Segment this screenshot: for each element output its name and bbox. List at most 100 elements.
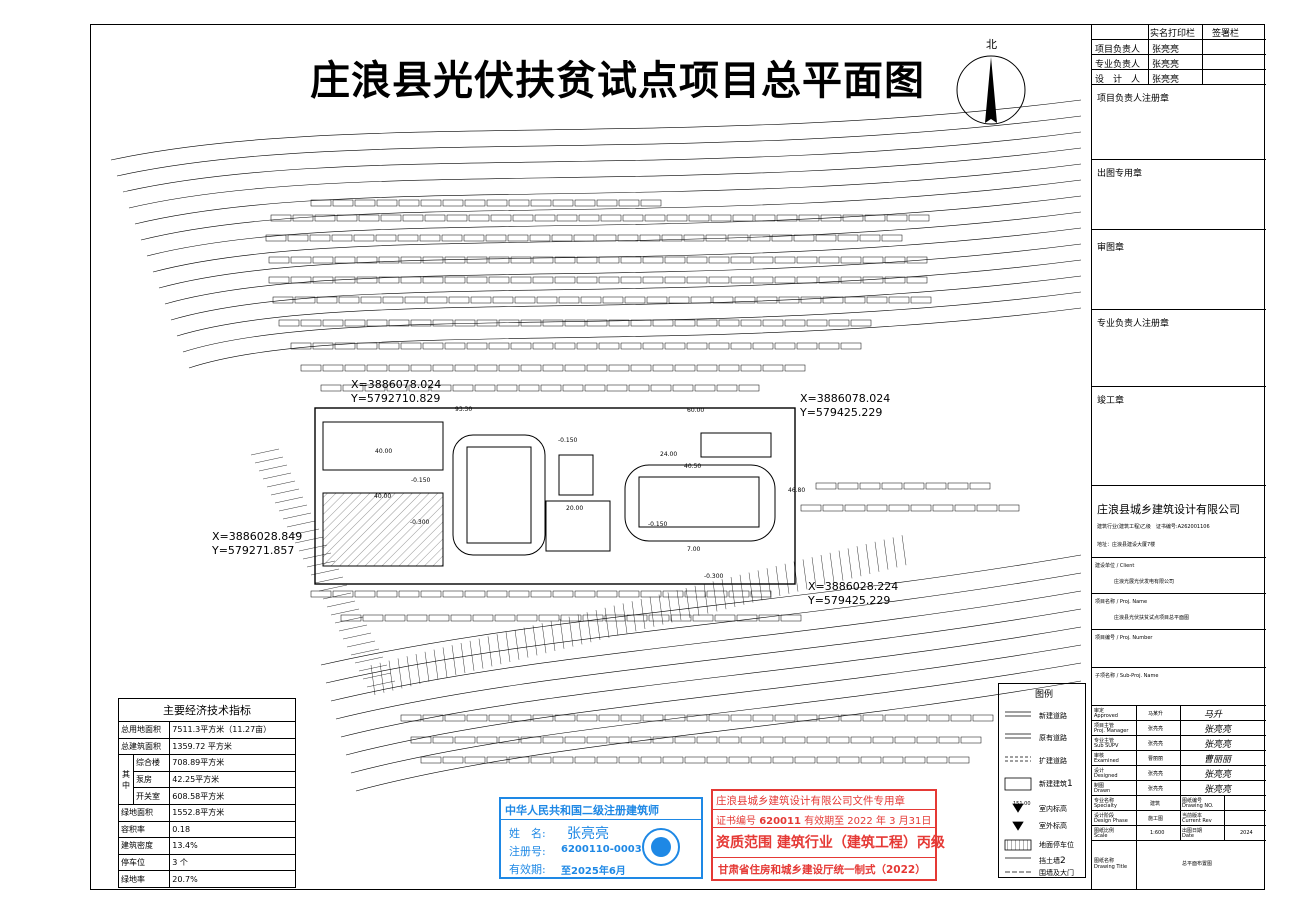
pv-panel: [422, 256, 444, 264]
ind-label: 建筑密度: [117, 837, 171, 855]
pv-panel: [716, 384, 738, 392]
slope-hatch: [802, 559, 808, 590]
pv-panel: [692, 614, 714, 622]
pv-panel: [362, 614, 384, 622]
section-completion-seal: 竣工章: [1097, 396, 1125, 406]
pv-panel: [696, 319, 718, 327]
legend-item: 室外标高: [1039, 822, 1067, 830]
company-cert: 建筑行业(建筑工程)乙级 证书编号:A262001106: [1097, 524, 1210, 530]
pv-panel: [881, 482, 903, 490]
contour-line: [152, 211, 1082, 273]
pv-panel: [552, 756, 574, 764]
pv-panel: [894, 736, 916, 744]
pv-panel: [554, 256, 576, 264]
pv-panel: [420, 590, 442, 598]
pv-panel: [466, 256, 488, 264]
slope-hatch: [883, 539, 889, 570]
pv-panel: [798, 214, 820, 222]
proj-name-label: 项目名称 / Proj. Name: [1095, 599, 1148, 605]
pv-panel: [822, 296, 844, 304]
contour-line: [335, 608, 1082, 720]
pv-panel: [376, 199, 398, 207]
pv-panel: [772, 756, 794, 764]
pv-panel: [884, 256, 906, 264]
role-label: 项目负责人: [1095, 45, 1141, 55]
pv-panel: [410, 364, 432, 372]
contour-line: [110, 99, 1082, 161]
pv-panel: [428, 614, 450, 622]
pv-panel: [844, 504, 866, 512]
pv-panel: [718, 364, 740, 372]
pv-panel: [470, 296, 492, 304]
pv-panel: [520, 736, 542, 744]
approval-signature: 张亮亮: [1204, 770, 1232, 780]
site-compound: [314, 407, 796, 585]
slope-hatch: [523, 627, 529, 658]
pv-panel: [300, 364, 322, 372]
pv-panel: [903, 482, 925, 490]
pv-panel: [630, 736, 652, 744]
pv-panel: [574, 590, 596, 598]
pv-panel: [640, 199, 662, 207]
pv-panel: [419, 234, 441, 242]
slope-hatch: [811, 557, 817, 588]
contour-line: [164, 243, 1082, 305]
pv-panel: [774, 276, 796, 284]
pv-panel: [926, 756, 948, 764]
slope-hatch: [703, 583, 709, 614]
ind-value: 608.58平方米: [169, 787, 296, 805]
pv-panel: [947, 482, 969, 490]
pv-panel: [758, 614, 780, 622]
dim-label: 40.00: [375, 448, 393, 455]
legend-item: 地面停车位: [1039, 841, 1074, 849]
pv-panel: [598, 714, 620, 722]
pv-panel: [608, 319, 630, 327]
pv-panel: [602, 296, 624, 304]
slope-hatch: [640, 598, 646, 630]
pv-panel: [490, 214, 512, 222]
pv-panel: [662, 590, 684, 598]
pv-panel: [554, 276, 576, 284]
pv-panel: [796, 714, 818, 722]
pv-panel: [488, 276, 510, 284]
approval-role-en: Sub SUPV: [1094, 743, 1119, 749]
pv-panel: [310, 590, 332, 598]
drawing-title: 庄浪县光伏扶贫试点项目总平面图: [310, 57, 925, 104]
slope-hatch: [397, 658, 403, 689]
pv-panel: [312, 276, 334, 284]
pv-panel: [314, 214, 336, 222]
stamp-blue-name-label: 姓 名:: [509, 827, 546, 840]
pv-panel: [332, 590, 354, 598]
slope-hatch: [366, 680, 396, 688]
dim-label: 46.80: [788, 487, 806, 494]
stamp-red-cert: 证书编号 620011 有效期至 2022 年 3 月31日: [716, 816, 932, 827]
legend-item: 围墙及大门: [1039, 869, 1074, 877]
ind-label: 绿地面积: [117, 803, 171, 822]
stamp-blue-reg-label: 注册号:: [509, 845, 546, 858]
pv-panel: [514, 296, 536, 304]
pv-panel: [552, 590, 574, 598]
pv-panel: [464, 756, 486, 764]
slope-hatch: [433, 649, 439, 680]
pv-panel: [510, 714, 532, 722]
pv-panel: [740, 319, 762, 327]
legend-item: 新建道路: [1039, 712, 1067, 720]
slope-hatch: [406, 656, 412, 687]
role-label: 设 计 人: [1095, 75, 1141, 85]
elev-label: -0.150: [411, 477, 431, 484]
phase-label-en: Design Phase: [1094, 818, 1128, 824]
slope-hatch: [346, 640, 376, 648]
pv-panel: [708, 276, 730, 284]
drawing-frame: [90, 24, 1265, 890]
stamp-blue-valid: 至2025年6月: [561, 866, 626, 877]
pv-panel: [353, 234, 375, 242]
pv-panel: [344, 319, 366, 327]
legend-item: 新建建筑1: [1039, 779, 1073, 789]
slope-hatch: [631, 601, 637, 632]
pv-panel: [908, 214, 930, 222]
slope-hatch: [370, 664, 376, 696]
pv-panel: [573, 234, 595, 242]
pv-panel: [532, 256, 554, 264]
contour-line: [355, 680, 1082, 792]
pv-panel: [486, 756, 508, 764]
